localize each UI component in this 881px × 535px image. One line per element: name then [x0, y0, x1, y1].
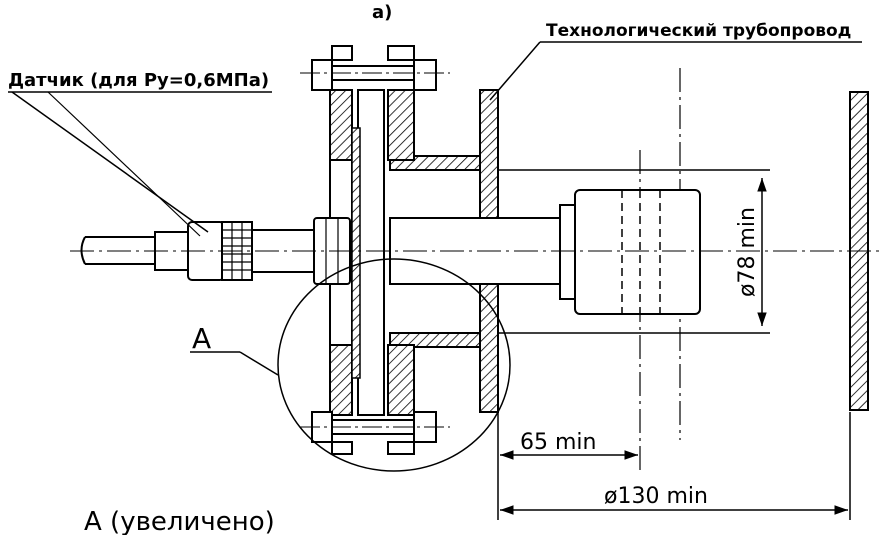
sensor — [70, 189, 880, 315]
dimension-65-text: 65 min — [520, 430, 596, 455]
bolt-top — [300, 45, 450, 91]
dimension-dia130: ø130 min — [500, 412, 851, 520]
sensor-label: Датчик (для Ру=0,6МПа) — [8, 70, 269, 91]
flange-right-bottom — [387, 344, 415, 416]
detail-callout: А — [190, 258, 511, 472]
gasket-hatched — [351, 127, 361, 379]
dimension-dia130-text: ø130 min — [604, 484, 708, 509]
sensor-tip — [574, 189, 701, 315]
callout-letter: А — [192, 322, 211, 355]
flange-left-top — [329, 89, 353, 161]
flange-left-bottom — [329, 344, 353, 416]
leader-pipeline: Технологический трубопровод — [489, 21, 862, 101]
nozzle-bottom-wall — [389, 332, 481, 348]
leader-sensor: Датчик (для Ру=0,6МПа) — [8, 70, 272, 237]
gasket-plate — [357, 89, 385, 416]
nozzle — [389, 155, 770, 348]
figure-label: а) — [372, 2, 392, 23]
flange-assembly — [329, 89, 415, 416]
flange-right-top — [387, 89, 415, 161]
dimension-65: 65 min — [497, 412, 638, 520]
bolt-bottom — [300, 411, 450, 455]
dimension-dia78: ø78 min — [735, 178, 767, 326]
pipeline-label: Технологический трубопровод — [546, 21, 851, 41]
detail-circle — [277, 258, 511, 472]
dimension-dia78-text: ø78 min — [735, 207, 760, 297]
enlarged-view-label: А (увеличено) — [84, 507, 275, 535]
